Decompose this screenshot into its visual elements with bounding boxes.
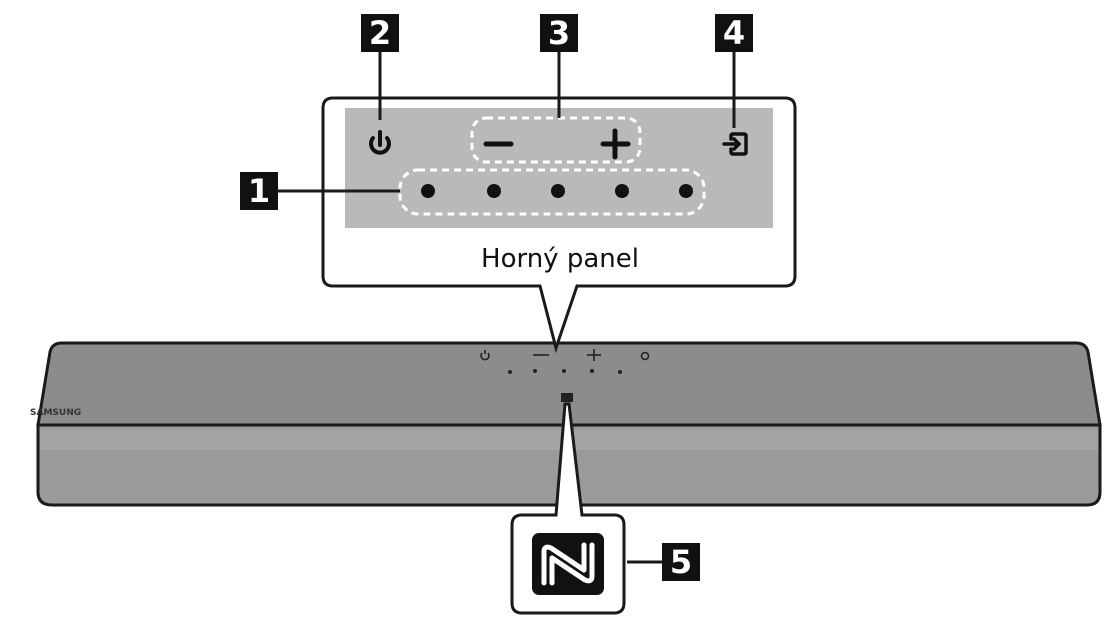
touch-dots-highlight [398, 168, 706, 216]
volume-group-highlight [470, 116, 642, 164]
touch-dot-icon [551, 184, 565, 198]
callout-badge-4: 4 [715, 14, 753, 52]
small-dot-1 [508, 370, 512, 374]
callout-badge-1: 1 [240, 172, 278, 210]
touch-dots [421, 184, 693, 198]
small-nfc-mark [561, 393, 573, 402]
soundbar-top-face [36, 341, 1102, 427]
nfc-icon [532, 533, 604, 595]
leader-lines [278, 52, 736, 564]
callout-badge-2: 2 [361, 14, 399, 52]
small-dot-2 [533, 369, 537, 373]
small-dot-3 [562, 369, 566, 373]
small-dot-4 [590, 369, 594, 373]
touch-dot-icon [487, 184, 501, 198]
soundbar-top-controls [480, 349, 650, 361]
nfc-callout [510, 402, 626, 615]
brand-logo: SAMSUNG [30, 408, 81, 418]
top-panel-callout [321, 96, 797, 354]
small-dot-5 [618, 370, 622, 374]
touch-dot-icon [615, 184, 629, 198]
small-input-icon [640, 351, 650, 361]
panel-caption: Horný panel [481, 244, 639, 274]
soundbar-touch-dots [508, 369, 622, 374]
power-icon [369, 130, 391, 155]
input-source-icon [722, 132, 748, 156]
volume-plus-icon [600, 128, 631, 160]
callout-badge-3: 3 [540, 14, 578, 52]
small-power-icon [480, 350, 490, 361]
callout-badge-5: 5 [662, 543, 700, 581]
touch-dot-icon [679, 184, 693, 198]
touch-dot-icon [421, 184, 435, 198]
top-panel-surface [345, 108, 773, 228]
